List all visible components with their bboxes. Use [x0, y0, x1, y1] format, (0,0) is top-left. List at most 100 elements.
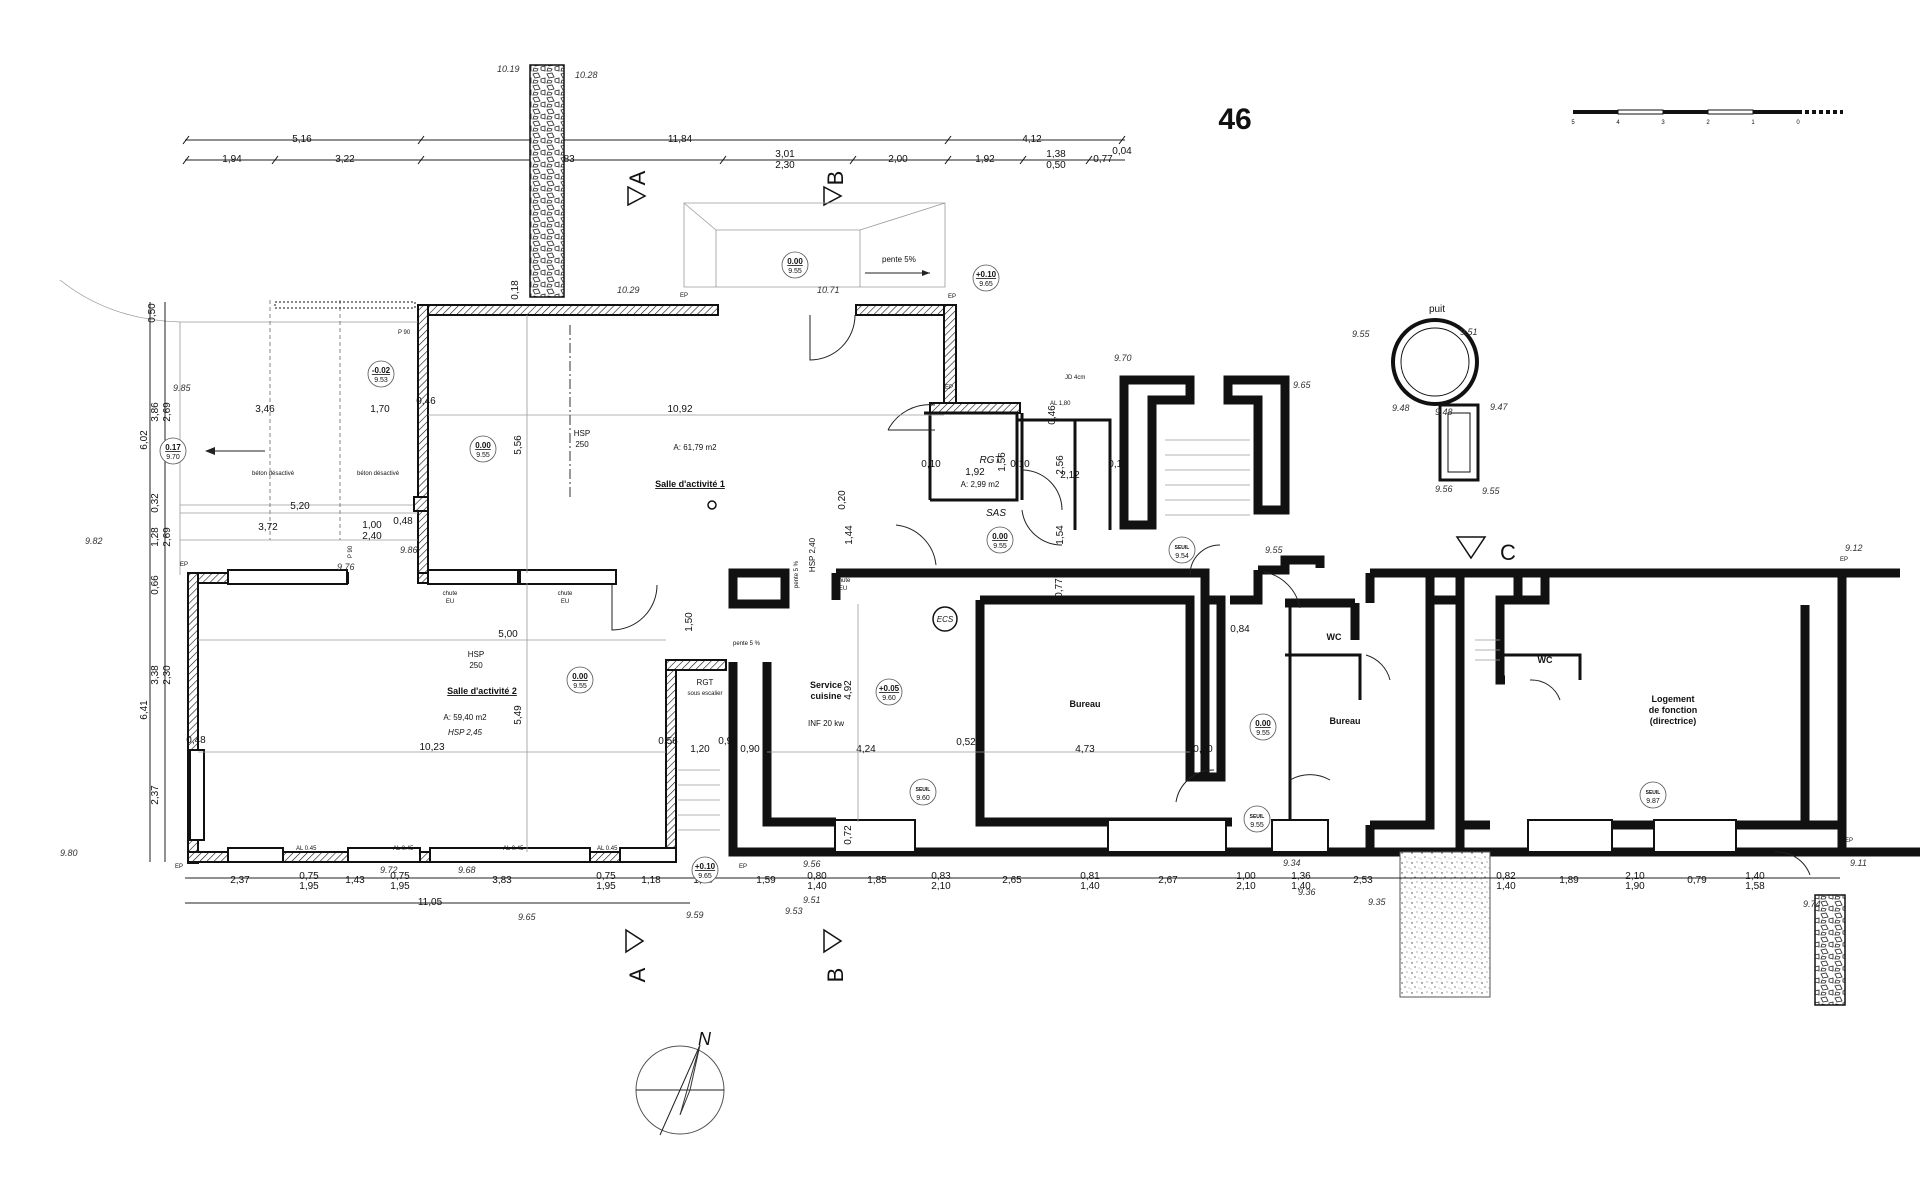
- level-badge: +0.059.60: [875, 678, 903, 706]
- section-marker-a: A: [625, 170, 650, 207]
- svg-text:sous escalier: sous escalier: [687, 691, 722, 697]
- badge-top-text: 0.00: [1255, 719, 1271, 728]
- dim-label: 0,50: [1046, 160, 1066, 171]
- svg-text:EU: EU: [839, 586, 847, 592]
- svg-text:250: 250: [469, 661, 483, 670]
- badge-top-text: SEUIL: [1250, 814, 1265, 820]
- rainwater-pipe-label: EP: [180, 562, 188, 568]
- dim-label: 0,75: [299, 871, 319, 882]
- badge-top-text: +0.10: [976, 270, 997, 279]
- svg-text:10,23: 10,23: [419, 742, 444, 753]
- svg-text:chute: chute: [836, 578, 851, 584]
- dim-label: 1,40: [807, 881, 827, 892]
- dim-label: 11,84: [668, 134, 693, 145]
- svg-text:3,86: 3,86: [150, 402, 161, 422]
- dim-label: 3,83: [492, 875, 512, 886]
- svg-text:9.55: 9.55: [1482, 486, 1501, 496]
- svg-text:9.80: 9.80: [60, 848, 78, 858]
- top-dimensions: 5,16 11,84 4,12 1,94 3,22 6,83 3,01 2,30…: [182, 134, 1132, 171]
- svg-text:C: C: [1500, 540, 1516, 565]
- rainwater-pipe-label: EP: [945, 385, 953, 391]
- room-name: SAS: [986, 508, 1006, 519]
- dim-label: 0,77: [1093, 154, 1113, 165]
- svg-text:A: A: [625, 170, 650, 185]
- doors: [611, 314, 1811, 876]
- interior-dimensions: 10,92 3,46 1,70 0,46 5,56 5,20 3,72 1,00…: [180, 315, 1250, 852]
- svg-text:0,56: 0,56: [658, 736, 678, 747]
- svg-text:0,32: 0,32: [150, 493, 161, 513]
- svg-text:9.48: 9.48: [1392, 403, 1410, 413]
- entrance-canopy: pente 5% 10.29 10.71: [617, 202, 946, 295]
- door-label: P 90: [348, 545, 354, 558]
- dim-label: 1,58: [1745, 881, 1765, 892]
- rainwater-pipe-label: EP: [948, 294, 956, 300]
- svg-text:0,10: 0,10: [921, 459, 941, 470]
- north-arrow: N: [635, 1029, 725, 1136]
- svg-text:0,84: 0,84: [1230, 624, 1250, 635]
- badge-bottom-text: 9.70: [166, 454, 180, 461]
- svg-text:EU: EU: [561, 599, 569, 605]
- dim-label: 2,30: [775, 160, 795, 171]
- svg-text:HSP 2,45: HSP 2,45: [448, 728, 482, 737]
- svg-text:AL 0.45: AL 0.45: [296, 846, 317, 852]
- dim-label: 2,00: [888, 154, 908, 165]
- svg-text:0,46: 0,46: [416, 396, 436, 407]
- svg-text:9.47: 9.47: [1490, 402, 1509, 412]
- svg-text:2,12: 2,12: [1060, 470, 1080, 481]
- level-badge: 0.009.55: [986, 526, 1014, 554]
- rainwater-pipe-label: EP: [175, 864, 183, 870]
- svg-text:9.36: 9.36: [1298, 887, 1316, 897]
- badge-top-text: SEUIL: [1646, 790, 1661, 796]
- room-name: WC: [1327, 632, 1342, 642]
- svg-text:EU: EU: [446, 599, 454, 605]
- svg-text:9.59: 9.59: [686, 910, 704, 920]
- svg-text:2,40: 2,40: [362, 531, 382, 542]
- dim-label: 6,83: [555, 154, 575, 165]
- svg-text:9.65: 9.65: [518, 912, 537, 922]
- section-marker-c: C: [1455, 536, 1516, 565]
- scale-label: 5: [1571, 120, 1575, 126]
- svg-text:10,92: 10,92: [667, 404, 692, 415]
- badge-top-text: 0.00: [572, 672, 588, 681]
- svg-text:0,46: 0,46: [1047, 405, 1058, 425]
- dim-label: 1,40: [1496, 881, 1516, 892]
- dim-label: 1,95: [596, 881, 616, 892]
- level-label: 10.28: [575, 70, 598, 80]
- dim-label: 0,75: [390, 871, 410, 882]
- badge-top-text: +0.10: [695, 862, 716, 871]
- svg-text:1,54: 1,54: [1055, 525, 1066, 545]
- dim-label: 0,79: [1687, 875, 1707, 886]
- dim-label: 0,18: [510, 280, 521, 300]
- svg-text:A: 61,79 m2: A: 61,79 m2: [673, 443, 717, 452]
- badge-top-text: -0.02: [372, 366, 391, 375]
- room-name: ECS: [937, 615, 954, 624]
- svg-text:1,28: 1,28: [150, 527, 161, 547]
- svg-text:de fonction: de fonction: [1649, 705, 1698, 715]
- svg-text:B: B: [823, 968, 848, 983]
- svg-text:0,94: 0,94: [718, 736, 738, 747]
- svg-text:5,00: 5,00: [498, 629, 518, 640]
- svg-text:3,38: 3,38: [150, 665, 161, 685]
- svg-text:5,56: 5,56: [513, 435, 524, 455]
- svg-text:0,50: 0,50: [147, 303, 158, 323]
- dim-label: 4,12: [1022, 134, 1042, 145]
- scale-label: 0: [1796, 120, 1800, 126]
- svg-text:B: B: [823, 171, 848, 186]
- svg-text:9.51: 9.51: [803, 895, 821, 905]
- svg-text:(directrice): (directrice): [1650, 716, 1697, 726]
- svg-text:9.55: 9.55: [1352, 329, 1371, 339]
- dim-label: 0,04: [1112, 146, 1132, 157]
- badge-bottom-text: 9.65: [698, 873, 712, 880]
- dim-label: 1,92: [975, 154, 995, 165]
- badge-top-text: 0.17: [165, 443, 181, 452]
- svg-text:0,20: 0,20: [837, 490, 848, 510]
- stairs: [678, 439, 1500, 831]
- level-label: 10.29: [617, 285, 640, 295]
- door-label: P 90: [398, 330, 411, 336]
- svg-text:9.53: 9.53: [785, 906, 803, 916]
- section-marker-b-bottom: B: [823, 928, 848, 983]
- svg-text:9.56: 9.56: [1435, 484, 1453, 494]
- svg-text:A: 2,99 m2: A: 2,99 m2: [961, 480, 1000, 489]
